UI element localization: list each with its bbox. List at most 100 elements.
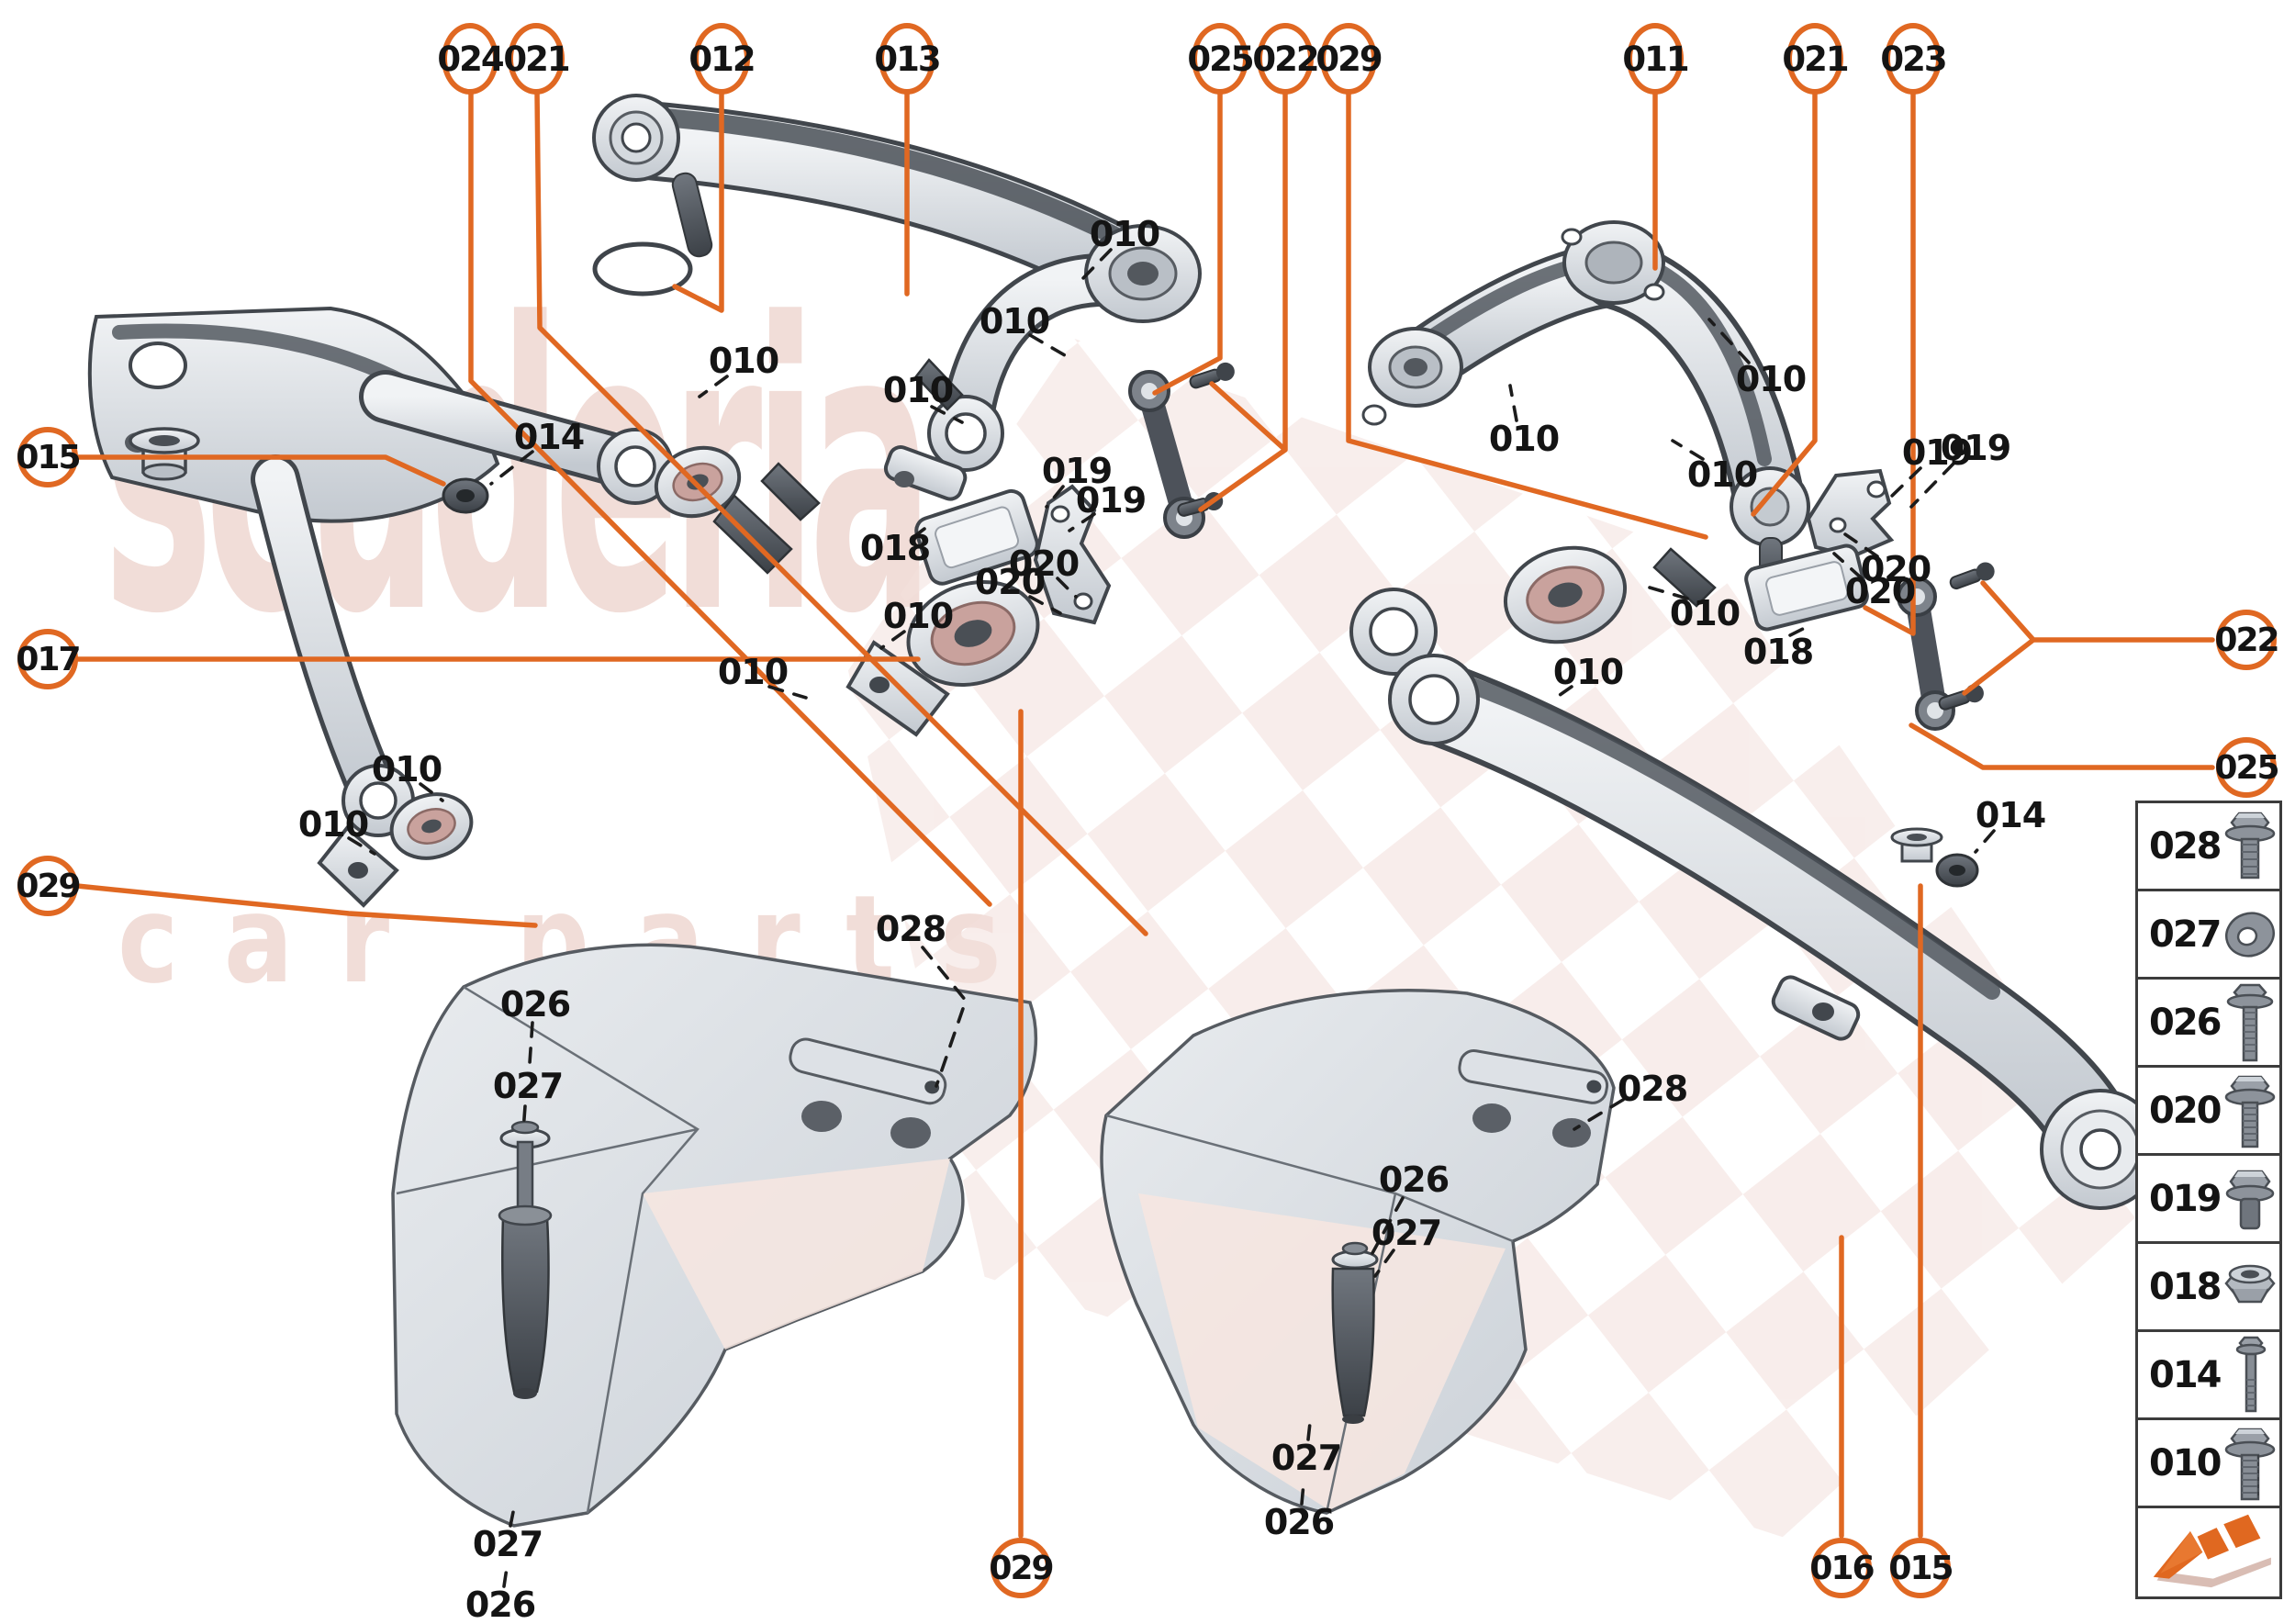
part-callout-badge-015: 015 <box>16 427 82 487</box>
part-label-019: 019 <box>1901 432 1973 473</box>
link-bolt <box>1189 362 1235 389</box>
mount-block-right <box>1744 543 1869 632</box>
part-label-014: 014 <box>1975 795 2046 835</box>
part-callout-badge-022: 022 <box>1252 23 1320 95</box>
part-label-020: 020 <box>1860 549 1931 589</box>
part-number: 028 <box>2149 824 2222 868</box>
rear-bushing <box>1084 224 1202 323</box>
link-bolt <box>1938 684 1984 711</box>
part-callout-badge-024: 024 <box>437 23 505 95</box>
top-bushing <box>1561 220 1665 305</box>
heat-shield-left <box>391 943 1038 1528</box>
table-row-logo <box>2138 1508 2279 1596</box>
part-label-028: 028 <box>1617 1069 1688 1109</box>
part-number: 018 <box>2149 1265 2222 1308</box>
flange-bolt-threaded-icon <box>2221 1422 2280 1505</box>
part-label-010: 010 <box>1735 359 1807 399</box>
pressed-bushing-small <box>1935 853 1979 888</box>
part-label-019: 019 <box>1940 428 2011 468</box>
flange-nut-icon <box>2221 1246 2280 1328</box>
table-row: 027 <box>2138 891 2279 980</box>
ball-joint <box>1730 466 1810 622</box>
fork-bracket-left <box>1033 484 1112 625</box>
thin-bolt-icon <box>2221 1334 2280 1417</box>
pivot-bushing-cluster-right <box>1349 545 1717 676</box>
washer-icon <box>2221 893 2280 976</box>
part-label-010: 010 <box>371 749 442 790</box>
part-callout-badge-013: 013 <box>874 23 942 95</box>
upper-right-control-arm <box>1361 220 1810 622</box>
part-callout-badge-016: 016 <box>1809 1538 1875 1598</box>
part-number: 019 <box>2149 1177 2222 1220</box>
shield-stud-bolt <box>498 1120 553 1399</box>
part-callout-badge-017: 017 <box>16 629 82 689</box>
part-label-010: 010 <box>882 596 954 636</box>
part-label-010: 010 <box>882 370 954 410</box>
part-callout-badge-021: 021 <box>503 23 571 95</box>
part-callout-badge-021: 021 <box>1782 23 1850 95</box>
part-label-027: 027 <box>1371 1213 1442 1253</box>
part-callout-badge-015: 015 <box>1888 1538 1954 1598</box>
part-callout-badge-022: 022 <box>2214 610 2280 670</box>
scuderia-arrow-logo <box>2142 1510 2276 1595</box>
part-callout-badge-029: 029 <box>16 856 82 916</box>
part-callout-badge-011: 011 <box>1622 23 1690 95</box>
top-hat-bushing-right <box>1890 827 1943 863</box>
part-label-010: 010 <box>1488 419 1560 459</box>
fastener-reference-table: 028 027 026 020 019 <box>2135 801 2282 1599</box>
flange-bolt-icon <box>2221 1070 2280 1152</box>
link-bolt <box>1949 562 1995 590</box>
part-callout-badge-025: 025 <box>2214 737 2280 798</box>
part-callout-badge-025: 025 <box>1187 23 1255 95</box>
heat-shield-right <box>1100 989 1616 1515</box>
part-label-026: 026 <box>1378 1159 1450 1200</box>
part-number: 026 <box>2149 1001 2222 1044</box>
table-row: 018 <box>2138 1244 2279 1332</box>
shield-strap-bracket <box>1458 1049 1609 1104</box>
part-label-010: 010 <box>1686 454 1758 495</box>
part-label-010: 010 <box>717 652 789 692</box>
shield-stud-bolt <box>1331 1241 1379 1424</box>
lower-left-control-arm <box>87 306 674 837</box>
part-label-019: 019 <box>1075 480 1147 521</box>
part-label-026: 026 <box>499 984 571 1025</box>
mount-block-left <box>914 488 1039 586</box>
rear-bushing-bracket-cluster <box>317 792 474 908</box>
part-label-010: 010 <box>708 341 779 381</box>
leader-lines <box>74 89 2215 1539</box>
flange-bolt-stubby-icon <box>2221 1158 2280 1240</box>
part-label-018: 018 <box>1742 632 1814 672</box>
part-callout-badge-029: 029 <box>989 1538 1055 1598</box>
part-label-010: 010 <box>1669 593 1741 633</box>
flange-bolt-short-icon <box>2221 805 2280 888</box>
part-label-010: 010 <box>1552 652 1624 692</box>
part-label-019: 019 <box>1041 451 1113 491</box>
part-number: 014 <box>2149 1353 2222 1396</box>
pressed-bushing-small <box>442 477 489 514</box>
part-number: 010 <box>2149 1441 2222 1484</box>
upper-left-control-arm <box>592 94 1202 501</box>
flange-bolt-long-icon <box>2221 981 2280 1064</box>
ball-stud <box>671 172 713 258</box>
part-callout-badge-012: 012 <box>688 23 756 95</box>
part-number: 027 <box>2149 913 2222 956</box>
snap-ring <box>592 241 693 297</box>
part-label-027: 027 <box>472 1524 543 1564</box>
part-label-010: 010 <box>297 804 369 845</box>
part-label-027: 027 <box>1271 1438 1342 1478</box>
table-row: 019 <box>2138 1156 2279 1244</box>
part-callout-badge-023: 023 <box>1880 23 1948 95</box>
part-label-018: 018 <box>859 528 931 568</box>
subframe-brace-arm <box>1388 654 2161 1210</box>
table-row: 020 <box>2138 1068 2279 1156</box>
table-row: 026 <box>2138 980 2279 1068</box>
front-bushing <box>1361 327 1463 426</box>
table-row: 010 <box>2138 1420 2279 1508</box>
dashed-leaders <box>347 248 1996 1588</box>
part-callout-badge-029: 029 <box>1315 23 1383 95</box>
part-label-010: 010 <box>1089 214 1160 254</box>
part-number: 020 <box>2149 1089 2222 1132</box>
part-label-026: 026 <box>465 1585 536 1624</box>
